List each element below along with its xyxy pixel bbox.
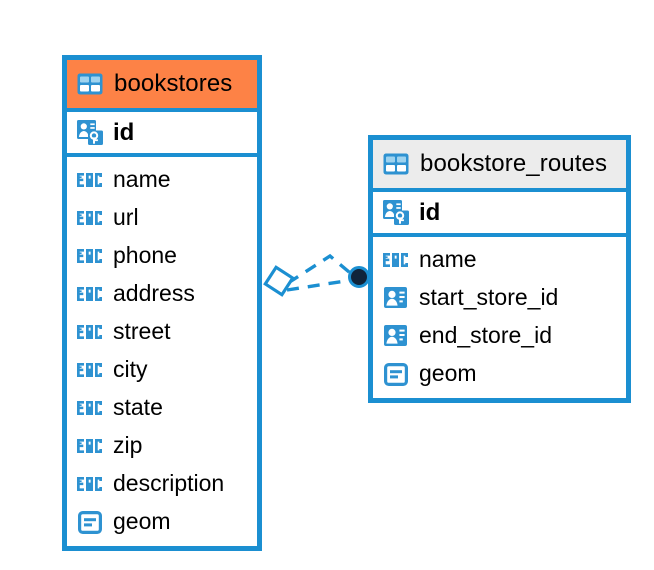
field-label: description [113,469,225,496]
relationship-line-upper [287,253,357,285]
field-row-address[interactable]: address [67,275,257,313]
entity-bookstores-field-list: name url [67,157,257,546]
field-label: geom [113,507,171,534]
field-label: state [113,393,163,420]
entity-bookstores[interactable]: bookstores id [62,55,262,551]
table-icon [382,151,410,177]
diamond-marker [263,265,295,297]
entity-bookstores-primary-key-row[interactable]: id [67,108,257,157]
geometry-field-icon [382,361,410,387]
field-row-url[interactable]: url [67,199,257,237]
field-row-description[interactable]: description [67,465,257,503]
field-row-name[interactable]: name [373,241,626,279]
field-row-name[interactable]: name [67,161,257,199]
text-field-icon [76,205,104,231]
field-label: street [113,317,171,344]
entity-bookstore-routes-primary-key-label: id [419,198,441,226]
foreign-key-icon [382,285,410,311]
primary-key-icon [382,200,410,226]
table-icon [76,71,104,97]
field-label: end_store_id [419,321,552,348]
field-row-geom[interactable]: geom [373,355,626,393]
filled-circle-marker [348,266,370,288]
field-row-geom[interactable]: geom [67,503,257,541]
field-row-zip[interactable]: zip [67,427,257,465]
field-label: city [113,355,148,382]
field-row-city[interactable]: city [67,351,257,389]
text-field-icon [76,243,104,269]
field-label: geom [419,359,477,386]
entity-bookstore-routes-header[interactable]: bookstore_routes [373,140,626,188]
text-field-icon [76,167,104,193]
field-row-phone[interactable]: phone [67,237,257,275]
field-row-end-store-id[interactable]: end_store_id [373,317,626,355]
entity-bookstore-routes[interactable]: bookstore_routes id [368,135,631,403]
field-label: start_store_id [419,283,559,310]
primary-key-icon [76,120,104,146]
field-label: url [113,203,139,230]
field-label: phone [113,241,177,268]
entity-bookstores-primary-key-label: id [113,118,135,146]
relationship-line-lower [286,278,353,292]
entity-bookstore-routes-primary-key-row[interactable]: id [373,188,626,237]
text-field-icon [76,471,104,497]
entity-bookstore-routes-title: bookstore_routes [420,150,608,177]
field-label: zip [113,431,143,458]
field-label: name [419,245,477,272]
text-field-icon [76,395,104,421]
text-field-icon [382,247,410,273]
foreign-key-icon [382,323,410,349]
geometry-field-icon [76,509,104,535]
entity-bookstore-routes-field-list: name start_store_id [373,237,626,398]
entity-bookstores-header[interactable]: bookstores [67,60,257,108]
field-label: name [113,165,171,192]
field-label: address [113,279,195,306]
field-row-start-store-id[interactable]: start_store_id [373,279,626,317]
field-row-state[interactable]: state [67,389,257,427]
text-field-icon [76,319,104,345]
text-field-icon [76,433,104,459]
text-field-icon [76,281,104,307]
entity-bookstores-title: bookstores [114,70,233,97]
field-row-street[interactable]: street [67,313,257,351]
text-field-icon [76,357,104,383]
